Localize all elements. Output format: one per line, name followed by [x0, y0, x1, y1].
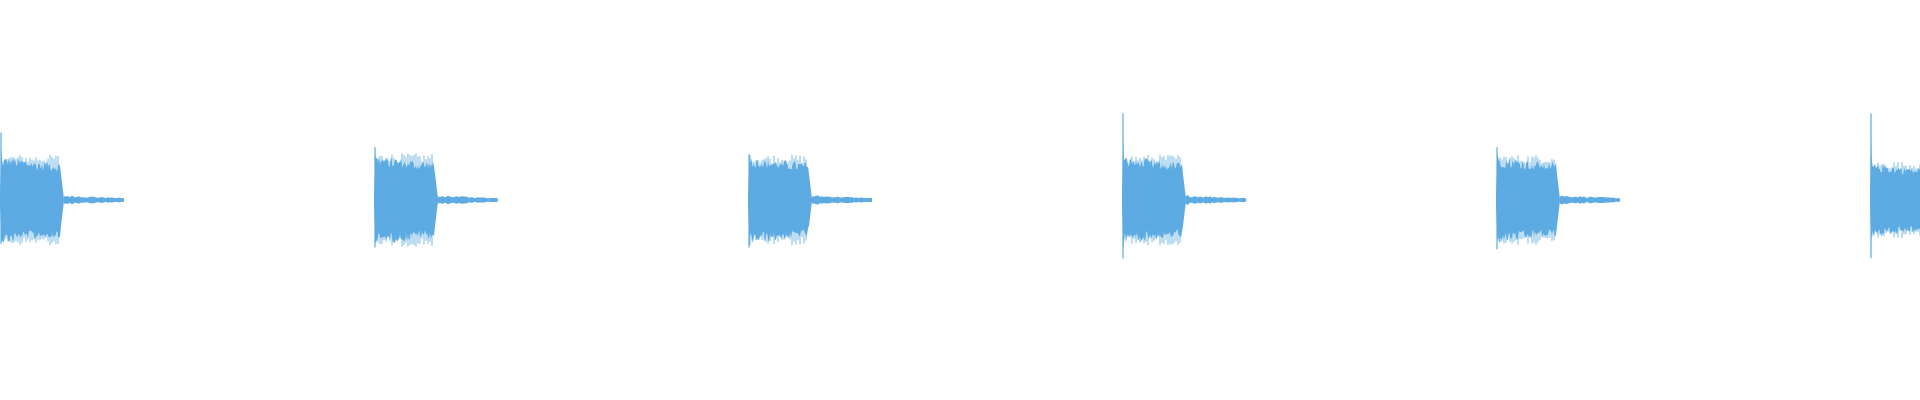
waveform-burst-2 [374, 147, 498, 248]
waveform-tail [1186, 195, 1246, 205]
waveform-burst-6 [1870, 113, 1920, 259]
waveform-tail [64, 195, 124, 205]
waveform-burst-3 [748, 154, 872, 248]
waveform-bursts [0, 113, 1920, 259]
waveform-tail [438, 195, 498, 205]
waveform-tail [1560, 195, 1620, 205]
waveform-burst-5 [1496, 147, 1620, 250]
waveform-burst-4 [1122, 113, 1246, 259]
waveform-tail [812, 195, 872, 205]
waveform-burst-1 [0, 132, 124, 246]
waveform-body [1870, 113, 1920, 259]
